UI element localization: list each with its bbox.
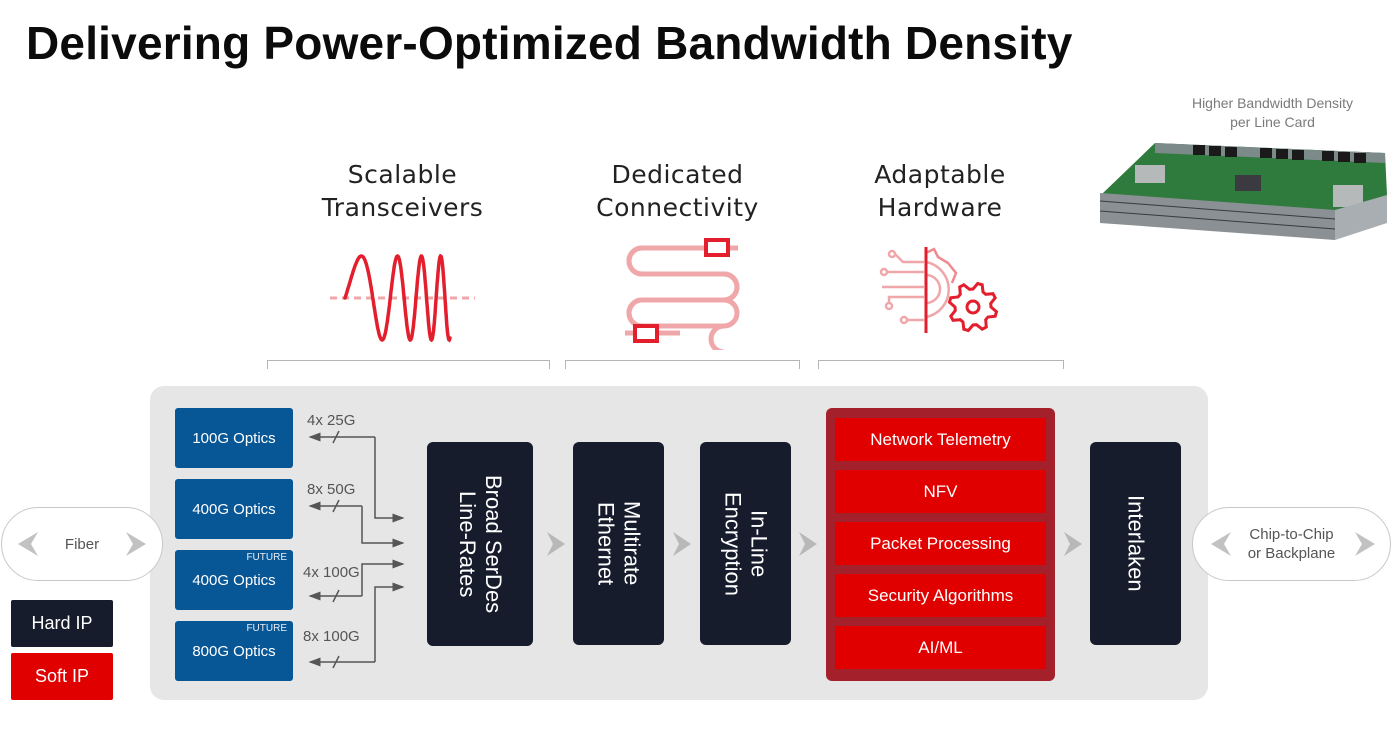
lane-rate: 4x 25G (307, 412, 356, 429)
circuit-gear-icon (879, 247, 999, 333)
chevron-left-icon (18, 532, 38, 556)
chip-to-chip-line1: Chip-to-Chip (1249, 526, 1334, 543)
serdes-line1: Broad SerDes (481, 474, 506, 614)
ethernet-label: Multirate Ethernet (593, 501, 645, 585)
pillar-dedicated-connectivity: Dedicated Connectivity (585, 158, 770, 224)
ethernet-line2: Ethernet (593, 501, 619, 586)
interlaken-label: Interlaken (1123, 495, 1149, 592)
line-card-caption-line2: per Line Card (1230, 114, 1315, 130)
pillar-title-line2: Hardware (877, 193, 1003, 222)
lane-rate: 8x 100G (303, 628, 360, 645)
soft-ip-item: Security Algorithms (835, 574, 1046, 617)
lane-rate: 4x 100G (303, 564, 360, 581)
flow-arrow-icon (673, 532, 691, 556)
soft-ip-item: Network Telemetry (835, 418, 1046, 461)
interlaken-block: Interlaken (1090, 442, 1181, 645)
legend-hard-ip: Hard IP (11, 600, 113, 647)
lane-connectors (308, 430, 405, 669)
pillar-title-line2: Connectivity (596, 193, 759, 222)
soft-ip-item: NFV (835, 470, 1046, 513)
future-badge: FUTURE (246, 623, 287, 634)
ethernet-line1: Multirate (619, 501, 645, 586)
pillar-scalable-transceivers: Scalable Transceivers (300, 158, 505, 224)
soft-ip-group: Network Telemetry NFV Packet Processing … (826, 408, 1055, 681)
optics-module: 400G Optics (175, 479, 293, 539)
serpentine-cable-icon (625, 238, 740, 350)
fiber-endpoint: Fiber (1, 507, 163, 581)
soft-ip-item: Packet Processing (835, 522, 1046, 565)
flow-arrow-icon (547, 532, 565, 556)
optics-module: 100G Optics (175, 408, 293, 468)
chip-to-chip-endpoint: Chip-to-Chip or Backplane (1192, 507, 1391, 581)
page-title: Delivering Power-Optimized Bandwidth Den… (26, 17, 1073, 69)
pillar-title-line1: Adaptable (874, 160, 1006, 189)
encryption-label: In-Line Encryption (720, 492, 772, 596)
optics-label: 400G Optics (192, 500, 276, 518)
pillar-bracket (267, 360, 550, 369)
optics-module-future: FUTURE 400G Optics (175, 550, 293, 610)
serdes-line2: Line-Rates (455, 490, 480, 598)
fiber-label: Fiber (64, 535, 100, 553)
serdes-label: Broad SerDes Line-Rates (454, 475, 506, 613)
pillar-title-line1: Dedicated (611, 160, 744, 189)
line-card-photo (1099, 143, 1387, 240)
future-badge: FUTURE (246, 552, 287, 563)
optics-module-future: FUTURE 800G Optics (175, 621, 293, 681)
pillar-title-line1: Scalable (347, 160, 458, 189)
lane-rate: 8x 50G (307, 481, 356, 498)
flow-arrow-icon (1064, 532, 1082, 556)
optics-label: 400G Optics (192, 571, 276, 589)
encryption-line2: Encryption (720, 491, 746, 596)
flow-arrow-icon (799, 532, 817, 556)
chip-to-chip-label: Chip-to-Chip or Backplane (1248, 525, 1336, 563)
pillar-title-line2: Transceivers (321, 193, 484, 222)
chevron-left-icon (1211, 532, 1231, 556)
sine-wave-icon (330, 253, 475, 343)
soft-ip-item: AI/ML (835, 626, 1046, 669)
chevron-right-icon (1355, 532, 1375, 556)
pillar-adaptable-hardware: Adaptable Hardware (845, 158, 1035, 224)
encryption-line1: In-Line (746, 509, 772, 578)
multirate-ethernet-block: Multirate Ethernet (573, 442, 664, 645)
line-card-caption: Higher Bandwidth Density per Line Card (1160, 94, 1385, 132)
optics-label: 100G Optics (192, 429, 276, 447)
chevron-right-icon (126, 532, 146, 556)
serdes-block: Broad SerDes Line-Rates (427, 442, 533, 646)
pillar-bracket (818, 360, 1064, 369)
inline-encryption-block: In-Line Encryption (700, 442, 791, 645)
pillar-bracket (565, 360, 800, 369)
line-card-caption-line1: Higher Bandwidth Density (1191, 95, 1354, 111)
chip-to-chip-line2: or Backplane (1247, 545, 1336, 562)
legend-soft-ip: Soft IP (11, 653, 113, 700)
optics-label: 800G Optics (192, 642, 276, 660)
